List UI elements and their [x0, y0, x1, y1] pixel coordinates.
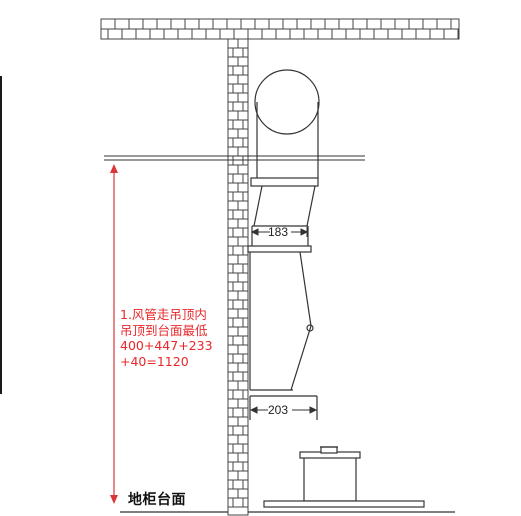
height-dimension-arrow — [110, 164, 118, 504]
duct-pipe-icon — [254, 69, 320, 178]
dimension-upper-width — [250, 227, 309, 237]
suspended-ceiling-line — [104, 155, 365, 161]
ceiling-brick-band — [100, 18, 460, 40]
cooking-pot-icon — [299, 446, 361, 502]
note-line-3: 400+447+233 — [120, 338, 213, 353]
note-line-1: 1.风管走吊顶内 — [120, 307, 207, 322]
lower-width-label: 203 — [268, 403, 288, 417]
left-edge-mark — [0, 76, 2, 394]
countertop-label: 地柜台面 — [128, 492, 186, 508]
range-hood-icon — [247, 177, 319, 420]
countertop-icon — [120, 500, 455, 513]
upper-width-label: 183 — [268, 225, 288, 239]
brick-wall-column — [227, 38, 249, 516]
height-calculation-note: 1.风管走吊顶内 吊顶到台面最低 400+447+233 +40=1120 — [120, 307, 213, 369]
dimension-lower-width — [249, 406, 318, 414]
note-line-2: 吊顶到台面最低 — [120, 322, 208, 338]
note-line-4: +40=1120 — [120, 353, 189, 369]
